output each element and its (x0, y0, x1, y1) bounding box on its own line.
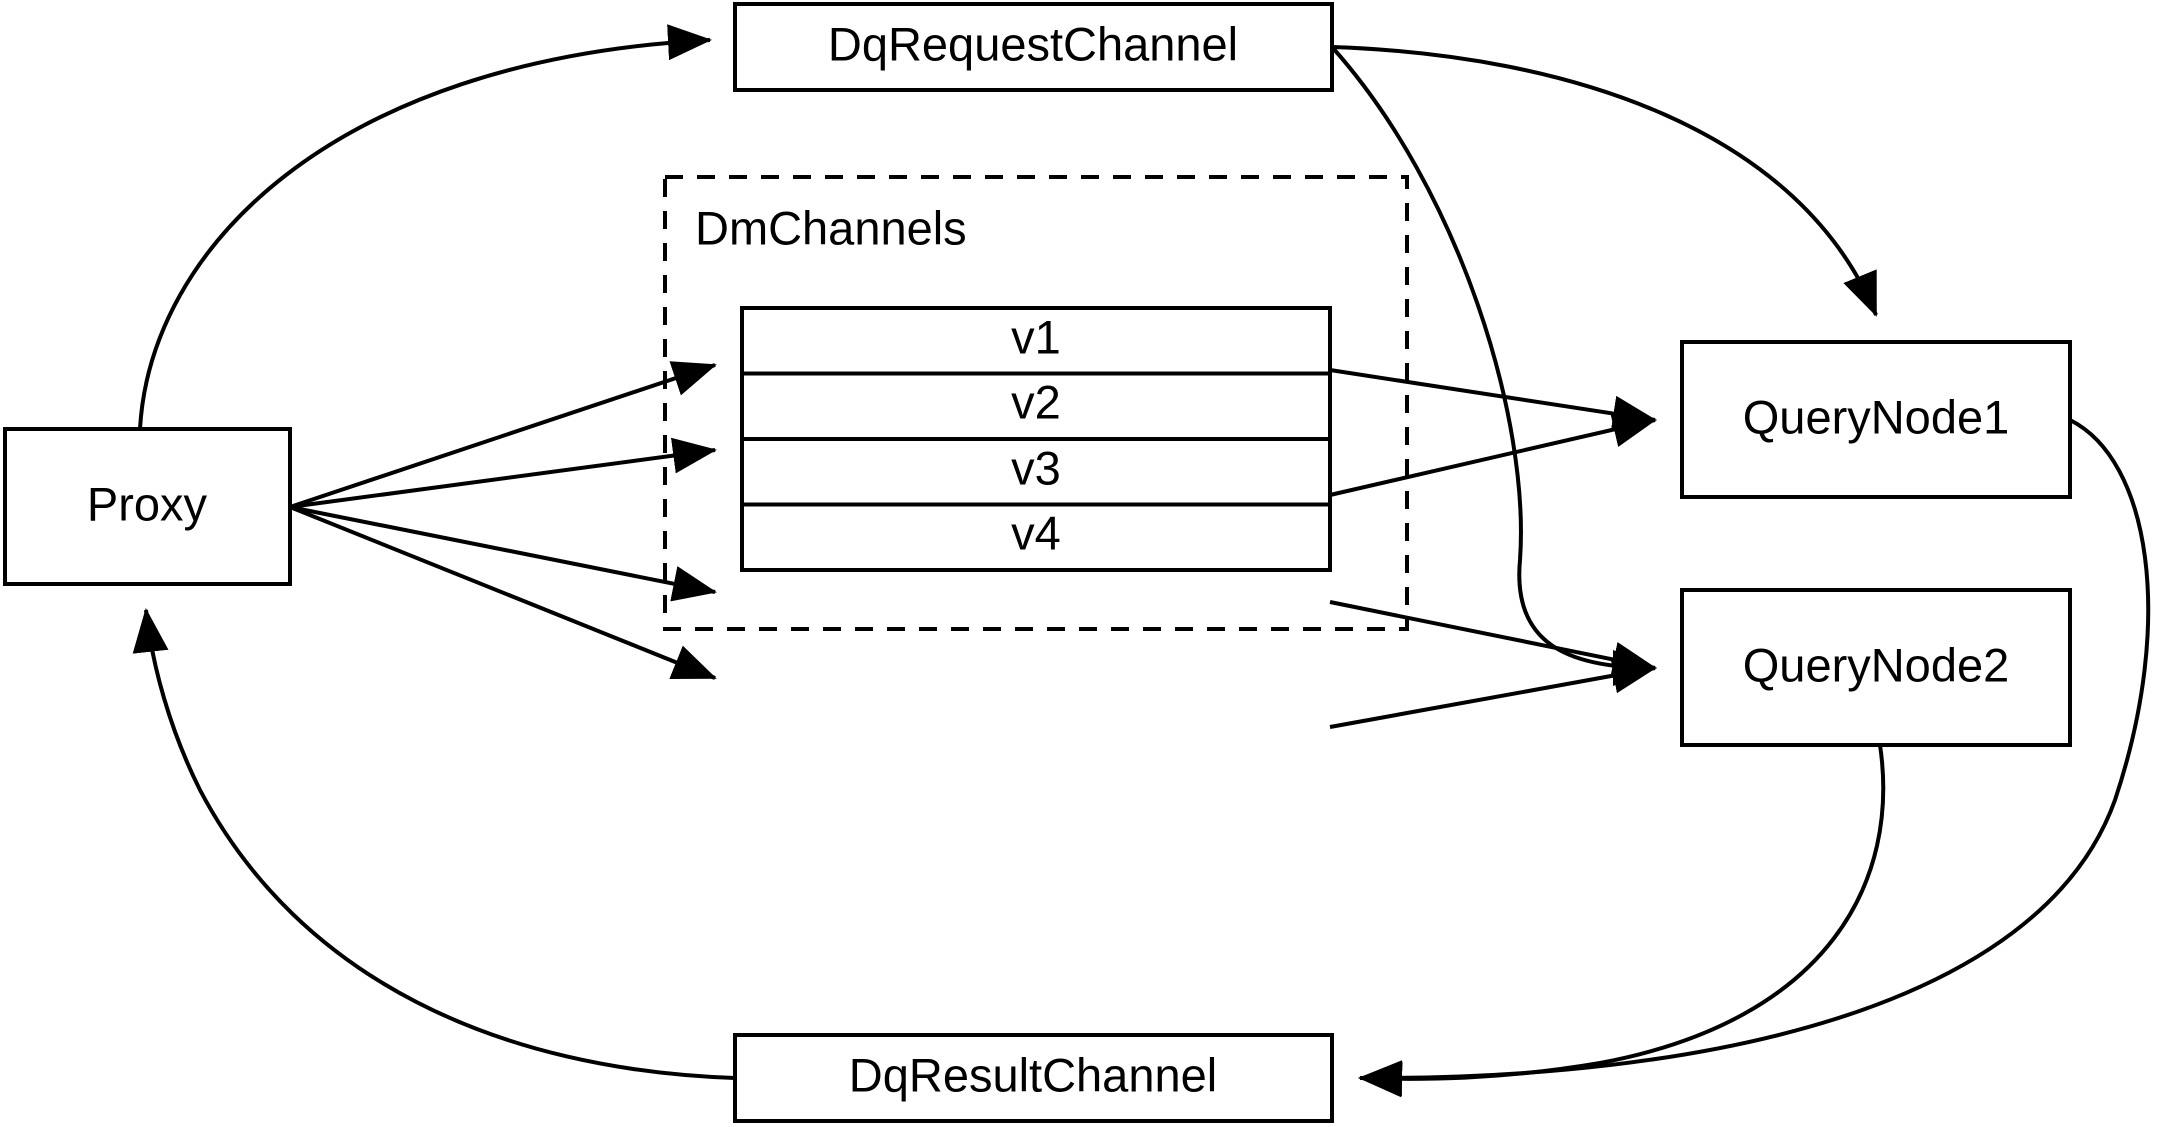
querynode2-box[interactable] (1680, 588, 2072, 747)
edge-querynode1-to-dqresultchannel (1358, 418, 2151, 1097)
channel-row-v3[interactable]: v3 (1011, 441, 1061, 494)
querynode1-label: QueryNode1 (1743, 390, 2010, 443)
dqrequestchannel-label: DqRequestChannel (828, 17, 1238, 70)
querynode2-label: QueryNode2 (1743, 638, 2010, 691)
dmchannels-table: v1 v2 v3 v4 (740, 306, 1332, 572)
node-dqresultchannel[interactable]: DqResultChannel (733, 1033, 1334, 1123)
edge-v4-to-querynode2 (1329, 657, 1657, 729)
edge-querynode2-to-dqresultchannel (1358, 744, 1886, 1098)
dqrequestchannel-box[interactable] (733, 2, 1334, 92)
edge-v2-to-querynode1 (1329, 411, 1657, 497)
edge-proxy-to-v1 (289, 361, 717, 509)
edge-dqresultchannel-to-proxy (132, 608, 736, 1080)
querynode1-box[interactable] (1680, 340, 2072, 499)
channel-row-v4[interactable]: v4 (1011, 506, 1061, 559)
edge-proxy-to-v3 (289, 505, 717, 602)
proxy-label: Proxy (87, 477, 208, 530)
edge-dqrequestchannel-to-querynode2 (1330, 45, 1657, 686)
dqresultchannel-label: DqResultChannel (849, 1048, 1217, 1101)
edge-proxy-to-v4 (289, 505, 717, 680)
channel-row-v2[interactable]: v2 (1011, 375, 1061, 428)
edge-v1-to-querynode1 (1329, 368, 1657, 432)
node-dqrequestchannel[interactable]: DqRequestChannel (733, 2, 1334, 92)
node-querynode1[interactable]: QueryNode1 (1680, 340, 2072, 499)
node-proxy[interactable]: Proxy (3, 427, 292, 586)
dqresultchannel-box[interactable] (733, 1033, 1334, 1123)
proxy-box[interactable] (3, 427, 292, 586)
dmchannels-group-border (663, 175, 1409, 631)
edge-proxy-to-v2 (289, 437, 717, 509)
edge-dqrequestchannel-to-querynode1 (1331, 45, 1878, 317)
dmchannels-group: DmChannels (663, 175, 1409, 631)
dmchannels-group-label: DmChannels (695, 201, 967, 254)
edge-proxy-to-dqrequestchannel (138, 24, 712, 430)
edge-v3-to-querynode2 (1329, 600, 1657, 678)
node-querynode2[interactable]: QueryNode2 (1680, 588, 2072, 747)
channel-row-v1[interactable]: v1 (1011, 310, 1061, 363)
